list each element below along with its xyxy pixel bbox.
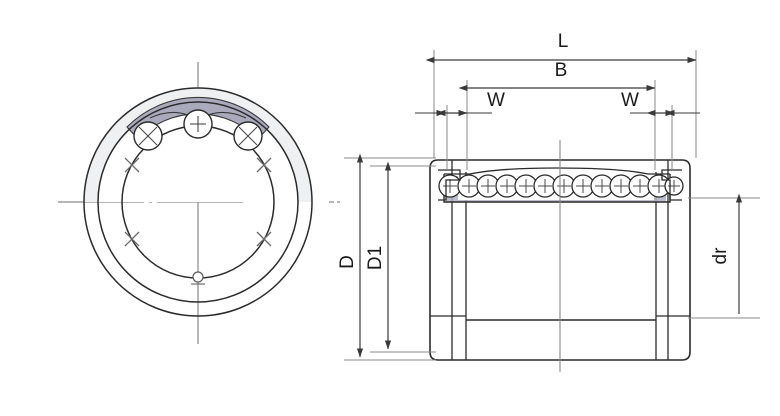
ball-mark-lower-right xyxy=(256,231,272,247)
dim-label-dr: dr xyxy=(710,247,731,265)
circular-end-view xyxy=(58,62,340,344)
dimension-L: L xyxy=(425,31,697,158)
middle-circle xyxy=(97,101,299,303)
dim-label-L: L xyxy=(558,31,569,52)
ball-upper-right xyxy=(233,121,263,151)
dimension-D: D xyxy=(337,153,436,361)
dim-label-D: D xyxy=(337,255,358,269)
ball-mark-upper-right xyxy=(256,157,272,173)
dimension-D1: D1 xyxy=(365,161,436,353)
ball-item xyxy=(571,174,595,198)
ball-mark-bottom xyxy=(191,271,205,285)
ball-mark-upper-left xyxy=(124,157,140,173)
dimension-W-left: W xyxy=(415,90,505,170)
ball-row xyxy=(438,174,684,198)
dim-label-W-right: W xyxy=(621,90,639,111)
dimension-W-right: W xyxy=(621,90,700,170)
dimension-B: B xyxy=(458,60,656,170)
ball-top-center xyxy=(183,109,213,139)
section-view xyxy=(429,140,691,372)
dim-label-B: B xyxy=(555,60,568,81)
ball-mark-lower-left xyxy=(124,231,140,247)
outer-circle xyxy=(83,87,313,317)
end-cap-left xyxy=(438,169,461,201)
ball-upper-left xyxy=(133,121,163,151)
dim-label-W-left: W xyxy=(487,90,505,111)
dimension-dr: dr xyxy=(688,193,760,319)
ball-cage-top-contour xyxy=(444,167,670,175)
end-cap-right xyxy=(661,169,682,201)
dimension-annotations: L B W W xyxy=(337,31,760,361)
dim-label-D1: D1 xyxy=(365,246,386,270)
